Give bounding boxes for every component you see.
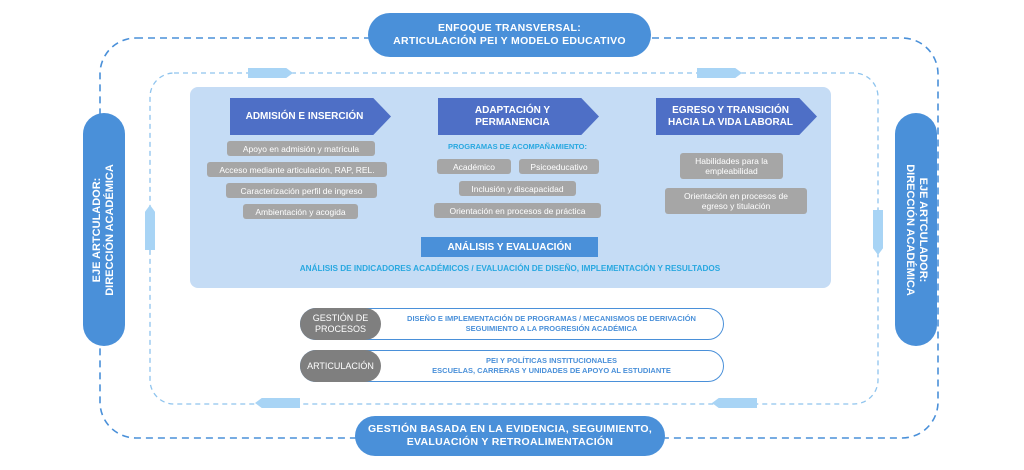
stage-egreso-title-2: HACIA LA VIDA LABORAL	[668, 116, 793, 128]
right-axis-line2: DIRECCIÓN ACADÉMICA	[904, 163, 916, 296]
left-axis-line1: EJE ARTCULADOR:	[91, 177, 103, 282]
analysis-subtitle: ANÁLISIS DE INDICADORES ACADÉMICOS / EVA…	[299, 264, 721, 273]
admision-item-3: Caracterización perfil de ingreso	[226, 183, 377, 198]
flow-indicator-bottom-left	[255, 398, 300, 408]
gestion-label: GESTIÓN DE PROCESOS	[300, 308, 381, 340]
stage-admision-title: ADMISIÓN E INSERCIÓN	[245, 110, 364, 122]
adaptacion-item-practica: Orientación en procesos de práctica	[434, 203, 601, 218]
stage-adaptacion-title-1: ADAPTACIÓN Y	[474, 104, 551, 116]
gestion-label-2: PROCESOS	[314, 324, 366, 334]
egreso-item-titulacion-1: Orientación en procesos de	[684, 191, 788, 201]
admision-item-2: Acceso mediante articulación, RAP, REL.	[207, 162, 387, 177]
stage-egreso-arrow: EGRESO Y TRANSICIÓN HACIA LA VIDA LABORA…	[656, 98, 817, 135]
egreso-item-empleabilidad-2: empleabilidad	[705, 166, 758, 176]
analysis-title-box: ANÁLISIS Y EVALUACIÓN	[421, 237, 598, 257]
left-axis-line2: DIRECCIÓN ACADÉMICA	[104, 163, 116, 296]
gestion-label-1: GESTIÓN DE	[312, 313, 369, 323]
articulacion-text-2: ESCUELAS, CARRERAS Y UNIDADES DE APOYO A…	[432, 366, 671, 375]
bottom-banner-line1: GESTIÓN BASADA EN LA EVIDENCIA, SEGUIMIE…	[367, 423, 653, 435]
stage-admision-arrow: ADMISIÓN E INSERCIÓN	[230, 98, 391, 135]
gestion-text-1: DISEÑO E IMPLEMENTACIÓN DE PROGRAMAS / M…	[407, 314, 696, 323]
flow-indicator-bottom-right	[712, 398, 757, 408]
egreso-item-empleabilidad-1: Habilidades para la	[695, 156, 768, 166]
right-axis-pill: EJE ARTCULADOR: DIRECCIÓN ACADÉMICA	[895, 113, 937, 346]
flow-indicator-right	[873, 210, 883, 255]
articulacion-label-text: ARTICULACIÓN	[307, 360, 374, 371]
egreso-item-titulacion-2: egreso y titulación	[701, 201, 771, 211]
top-banner-line2: ARTICULACIÓN PEI Y MODELO EDUCATIVO	[393, 35, 626, 47]
top-banner: ENFOQUE TRANSVERSAL: ARTICULACIÓN PEI Y …	[368, 13, 651, 57]
bottom-banner-line2: EVALUACIÓN Y RETROALIMENTACIÓN	[406, 436, 614, 448]
articulacion-text: PEI Y POLÍTICAS INSTITUCIONALES ESCUELAS…	[383, 350, 720, 382]
right-axis-line1: EJE ARTCULADOR:	[917, 177, 929, 282]
analysis-title: ANÁLISIS Y EVALUACIÓN	[447, 241, 572, 253]
flow-indicator-top-right	[697, 68, 742, 78]
gestion-text: DISEÑO E IMPLEMENTACIÓN DE PROGRAMAS / M…	[383, 308, 720, 340]
admision-item-4: Ambientación y acogida	[243, 204, 358, 219]
adaptacion-item-psicoeducativo: Psicoeducativo	[519, 159, 599, 174]
stage-adaptacion-arrow: ADAPTACIÓN Y PERMANENCIA	[438, 98, 599, 135]
top-banner-line1: ENFOQUE TRANSVERSAL:	[437, 22, 582, 34]
gestion-text-2: SEGUIMIENTO A LA PROGRESIÓN ACADÉMICA	[465, 324, 638, 333]
stage-egreso-title-1: EGRESO Y TRANSICIÓN	[672, 104, 789, 116]
admision-item-1: Apoyo en admisión y matrícula	[227, 141, 375, 156]
egreso-item-titulacion: Orientación en procesos de egreso y titu…	[665, 188, 807, 214]
egreso-item-empleabilidad: Habilidades para la empleabilidad	[680, 153, 783, 179]
flow-indicator-top-left	[248, 68, 293, 78]
programs-label: PROGRAMAS DE ACOMPAÑAMIENTO:	[447, 142, 588, 151]
stage-adaptacion-title-2: PERMANENCIA	[475, 116, 550, 128]
bottom-banner: GESTIÓN BASADA EN LA EVIDENCIA, SEGUIMIE…	[355, 416, 665, 456]
articulacion-label: ARTICULACIÓN	[300, 350, 381, 382]
adaptacion-item-inclusion: Inclusión y discapacidad	[459, 181, 576, 196]
adaptacion-item-academico: Académico	[437, 159, 511, 174]
articulacion-text-1: PEI Y POLÍTICAS INSTITUCIONALES	[486, 356, 617, 365]
left-axis-pill: EJE ARTCULADOR: DIRECCIÓN ACADÉMICA	[83, 113, 125, 346]
flow-indicator-left	[145, 205, 155, 250]
